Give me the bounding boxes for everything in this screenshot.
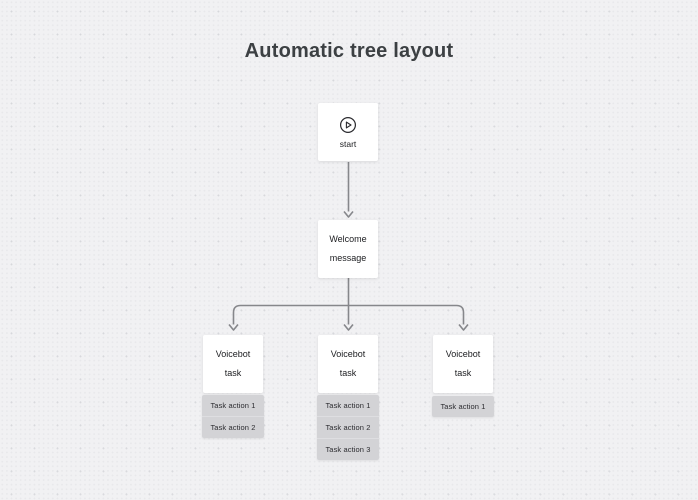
voicebot-task-node[interactable]: Voicebot task	[433, 335, 493, 393]
welcome-message-label: Welcome message	[329, 234, 367, 263]
voicebot-task-label: Voicebot task	[445, 349, 481, 378]
start-node-label: start	[339, 138, 357, 149]
page-title: Automatic tree layout	[244, 40, 454, 62]
arrow-welcome-to-left-task	[232, 304, 349, 325]
task-action-item[interactable]: Task action 2	[317, 416, 379, 438]
task-action-item[interactable]: Task action 2	[202, 416, 264, 438]
arrowhead-icon	[228, 323, 239, 331]
arrowhead-icon	[343, 323, 354, 331]
task-action-item[interactable]: Task action 3	[317, 438, 379, 460]
voicebot-task-node[interactable]: Voicebot task	[318, 335, 378, 393]
task-action-item[interactable]: Task action 1	[317, 395, 379, 416]
arrowhead-icon	[458, 323, 469, 331]
start-node[interactable]: start	[318, 103, 378, 161]
task-action-stack: Task action 1	[432, 396, 494, 417]
voicebot-task-label: Voicebot task	[330, 349, 366, 378]
voicebot-task-label: Voicebot task	[215, 349, 251, 378]
welcome-message-node[interactable]: Welcome message	[318, 220, 378, 278]
arrow-welcome-to-right-task	[348, 304, 465, 325]
task-action-item[interactable]: Task action 1	[432, 396, 494, 417]
play-circle-icon	[339, 116, 357, 134]
task-action-item[interactable]: Task action 1	[202, 395, 264, 416]
voicebot-task-node[interactable]: Voicebot task	[203, 335, 263, 393]
arrowhead-icon	[343, 210, 354, 218]
